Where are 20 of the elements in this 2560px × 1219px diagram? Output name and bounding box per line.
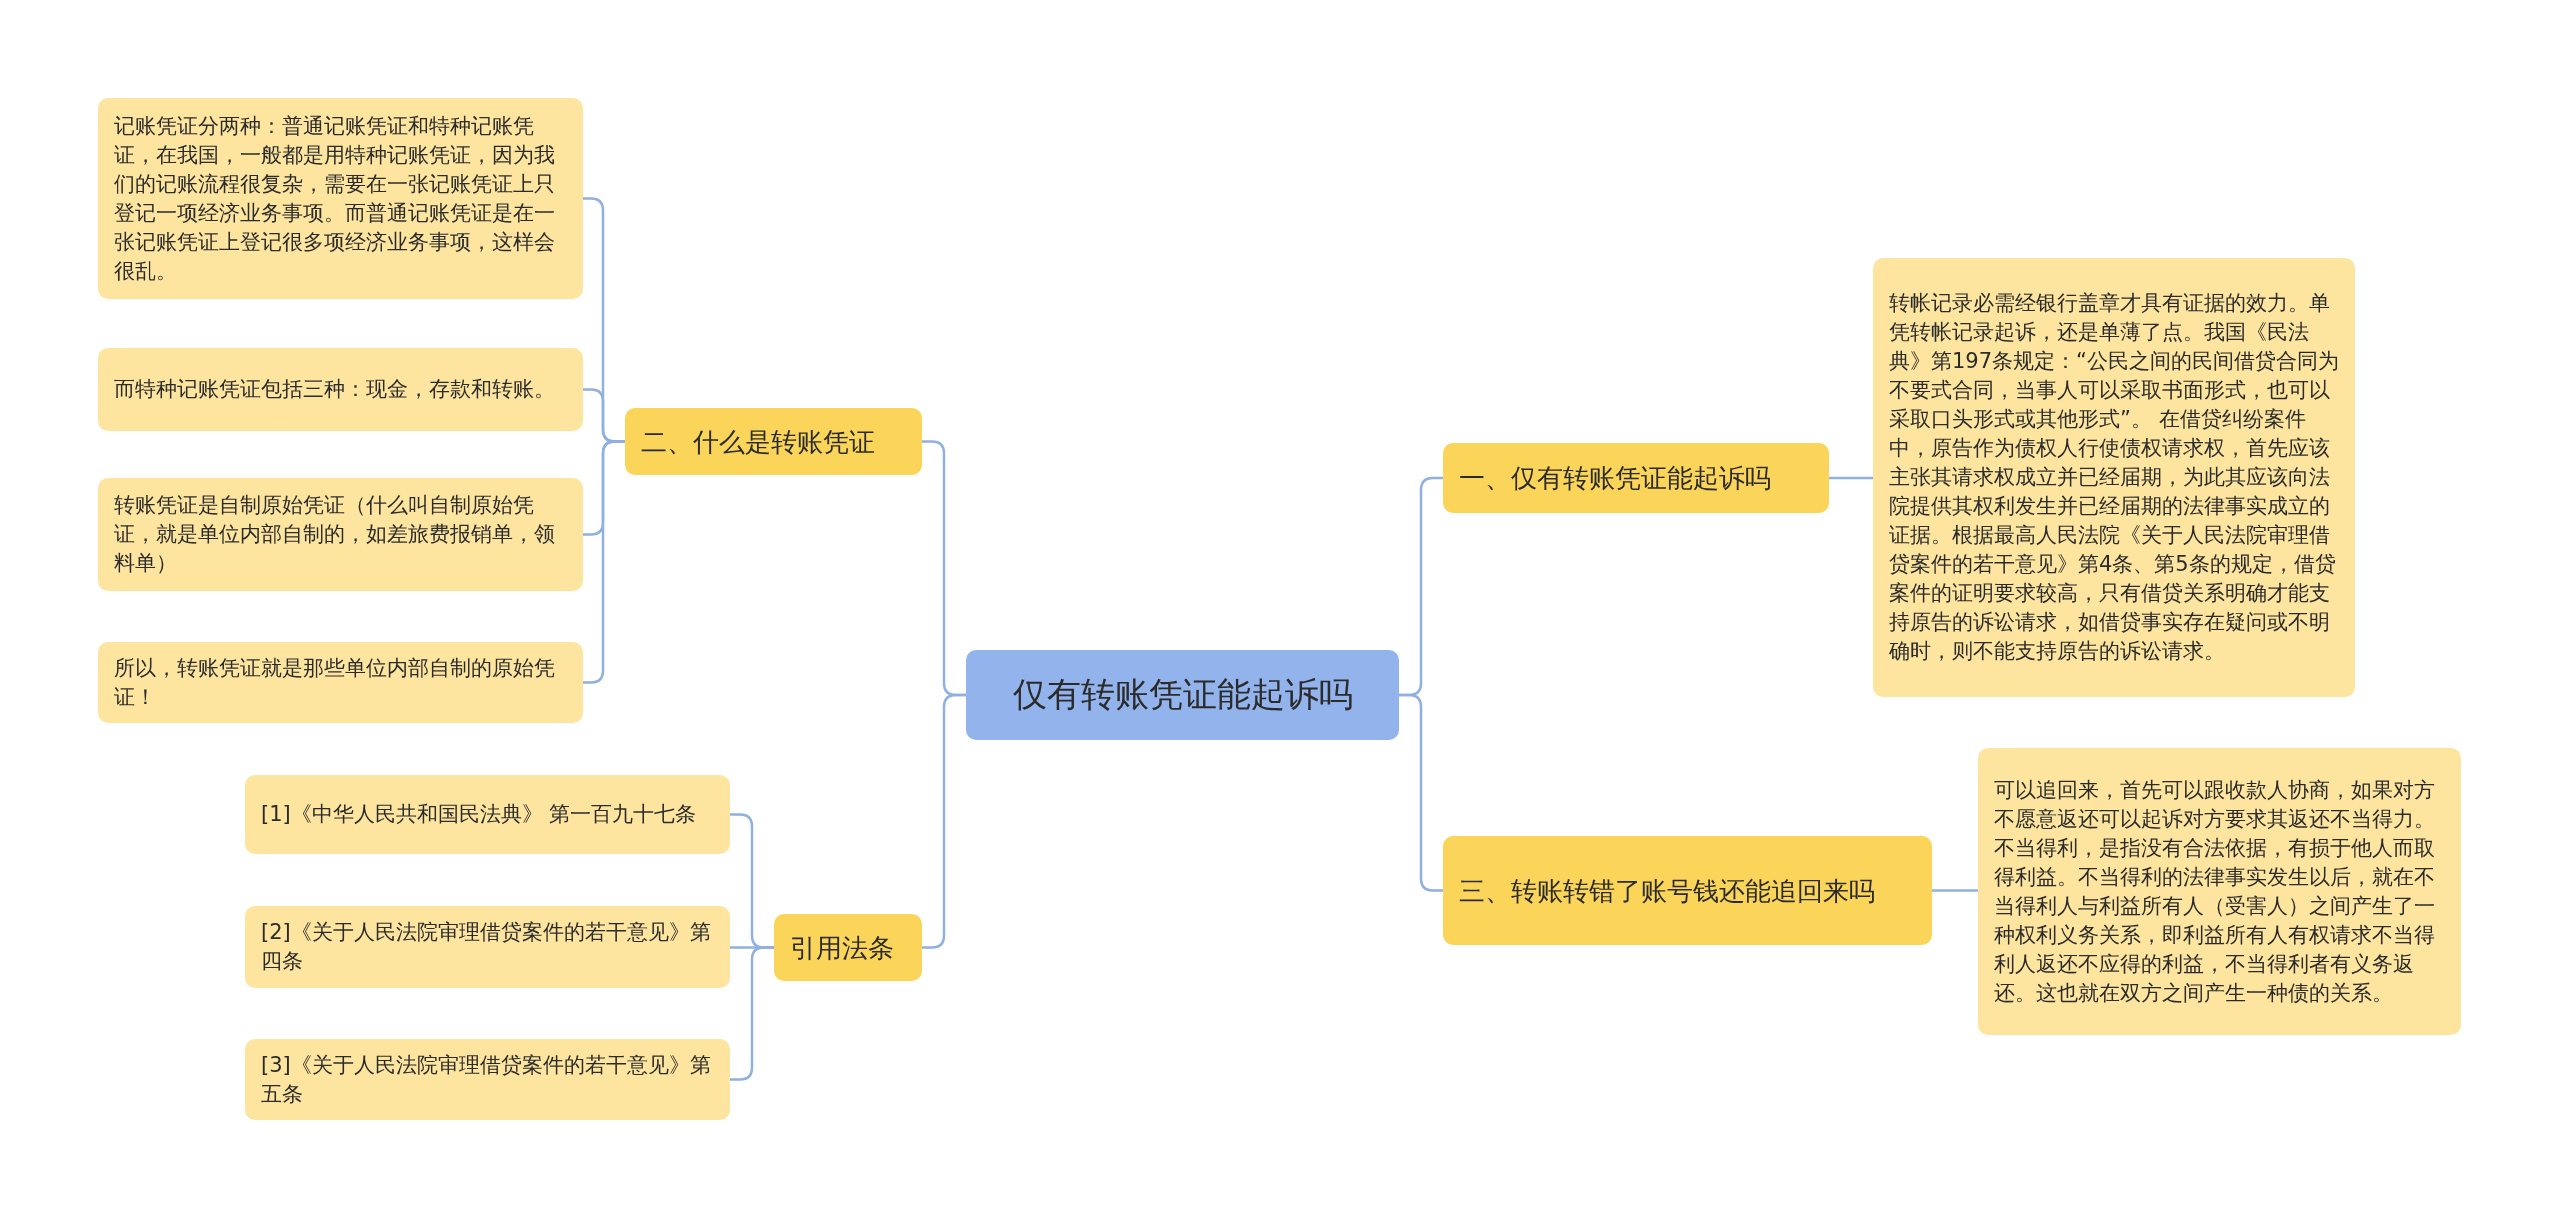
note-box: 而特种记账凭证包括三种：现金，存款和转账。	[98, 348, 583, 431]
reference-box: [3]《关于人民法院审理借贷案件的若干意见》第五条	[245, 1039, 730, 1120]
note-box: 记账凭证分两种：普通记账凭证和特种记账凭证，在我国，一般都是用特种记账凭证，因为我们的记账流程很复杂，需要在一张记账凭证上只登记一项经济业务事项。而普通记账凭证是在一张记账凭证上登记很多项经济业务事项，这样会很乱。	[98, 98, 583, 299]
connector-line	[1932, 889, 1978, 892]
connector-line	[1829, 476, 1873, 480]
topic-box: 二、什么是转账凭证	[625, 408, 922, 475]
connector-line	[730, 946, 774, 1081]
reference-box: [2]《关于人民法院审理借贷案件的若干意见》第四条	[245, 906, 730, 988]
connector-line	[922, 693, 966, 949]
topic-box: 引用法条	[774, 914, 922, 981]
note-box: 所以，转账凭证就是那些单位内部自制的原始凭证！	[98, 642, 583, 723]
central-topic-box: 仅有转账凭证能起诉吗	[966, 650, 1399, 740]
connector-line	[583, 440, 625, 684]
reference-box: [1]《中华人民共和国民法典》 第一百九十七条	[245, 775, 730, 854]
note-box: 转账凭证是自制原始凭证（什么叫自制原始凭证，就是单位内部自制的，如差旅费报销单，领料单）	[98, 478, 583, 591]
connector-line	[1399, 693, 1443, 892]
note-box: 转帐记录必需经银行盖章才具有证据的效力。单凭转帐记录起诉，还是单薄了点。我国《民法典》第197条规定：“公民之间的民间借贷合同为不要式合同，当事人可以采取书面形式，也可以采取口头形式或其他形式”。 在借贷纠纷案件中，原告作为债权人行使债权请求权，首先应该主张其请求权成立并已经届期，为此其应该向法院提供其权利发生并已经届期的法律事实成立的证据。根据最高人民法院《关于人民法院审理借贷案件的若干意见》第4条、第5条的规定，借贷案件的证明要求较高，只有借贷关系明确才能支持原告的诉讼请求，如借贷事实存在疑问或不明确时，则不能支持原告的诉讼请求。	[1873, 258, 2355, 697]
note-box: 可以追回来，首先可以跟收款人协商，如果对方不愿意返还可以起诉对方要求其返还不当得力。不当得利，是指没有合法依据，有损于他人而取得利益。不当得利的法律事实发生以后，就在不当得利人与利益所有人（受害人）之间产生了一种权利义务关系，即利益所有人有权请求不当得利人返还不应得的利益，不当得利者有义务返还。这也就在双方之间产生一种债的关系。	[1978, 748, 2461, 1035]
topic-box: 三、转账转错了账号钱还能追回来吗	[1443, 836, 1932, 945]
topic-box: 一、仅有转账凭证能起诉吗	[1443, 443, 1829, 513]
